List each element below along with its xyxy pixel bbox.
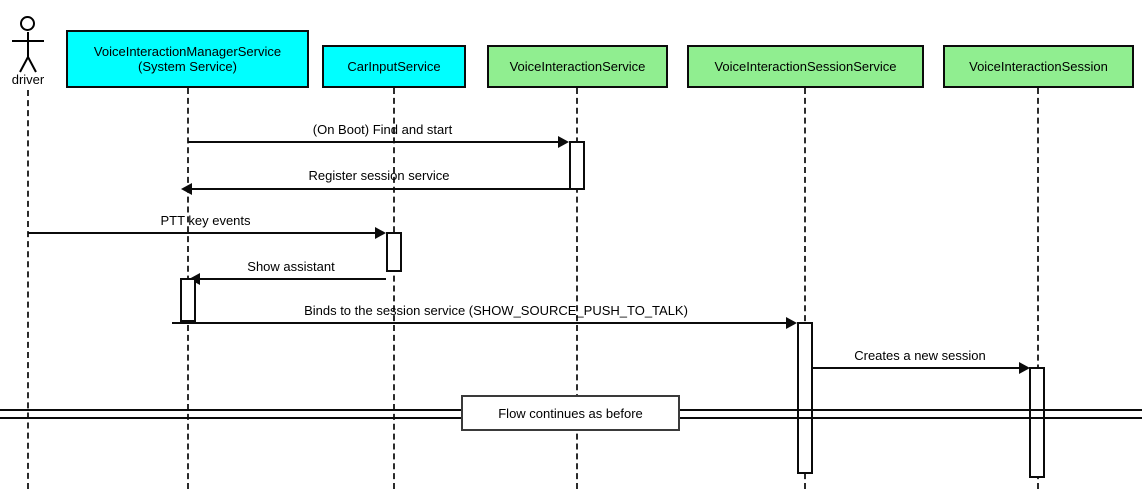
participant-label-line2: (System Service) [138,59,237,74]
divider-label-box: Flow continues as before [461,395,680,431]
message-arrowhead-on-boot-find-and-start [558,136,569,148]
message-line-on-boot-find-and-start [188,141,566,143]
actor-label-driver: driver [11,72,45,87]
lifeline-cis [393,88,395,489]
participant-box-vims[interactable]: VoiceInteractionManagerService (System S… [66,30,309,88]
participant-box-vis[interactable]: VoiceInteractionService [487,45,668,88]
lifeline-vis [576,88,578,489]
activation-bar-vis [569,141,585,190]
message-label-ptt-key-events: PTT key events [160,213,251,228]
message-label-binds-to-session-service: Binds to the session service (SHOW_SOURC… [304,303,688,318]
message-arrowhead-register-session-service [181,183,192,195]
participant-label-vis: VoiceInteractionService [509,59,646,74]
participant-label-cis: CarInputService [347,59,441,74]
activation-bar-viss [797,322,813,474]
message-arrowhead-creates-a-new-session [1019,362,1030,374]
message-label-creates-a-new-session: Creates a new session [854,348,986,363]
participant-box-cis[interactable]: CarInputService [322,45,466,88]
message-arrowhead-ptt-key-events [375,227,386,239]
participant-label-viss: VoiceInteractionSessionService [714,59,897,74]
message-line-ptt-key-events [28,232,384,234]
activation-bar-cis [386,232,402,272]
message-label-register-session-service: Register session service [308,168,450,183]
message-label-on-boot-find-and-start: (On Boot) Find and start [312,122,453,137]
actor-arms-icon [12,40,44,42]
activation-bar-visn [1029,367,1045,478]
participant-label-visn: VoiceInteractionSession [969,59,1108,74]
lifeline-driver [27,90,29,489]
activation-bar-vims [180,278,196,322]
actor-leg-right-icon [27,56,37,73]
message-line-binds-to-session-service [172,322,787,324]
message-label-show-assistant: Show assistant [247,259,335,274]
lifeline-visn [1037,88,1039,489]
message-line-show-assistant [196,278,386,280]
message-line-creates-a-new-session [813,367,1020,369]
participant-label-line1: VoiceInteractionManagerService [93,44,282,59]
participant-box-visn[interactable]: VoiceInteractionSession [943,45,1134,88]
actor-body-icon [27,32,29,58]
actor-head-icon [20,16,35,31]
message-line-register-session-service [188,188,570,190]
lifeline-viss [804,88,806,489]
participant-box-viss[interactable]: VoiceInteractionSessionService [687,45,924,88]
divider-label-text: Flow continues as before [498,405,643,421]
message-arrowhead-binds-to-session-service [786,317,797,329]
